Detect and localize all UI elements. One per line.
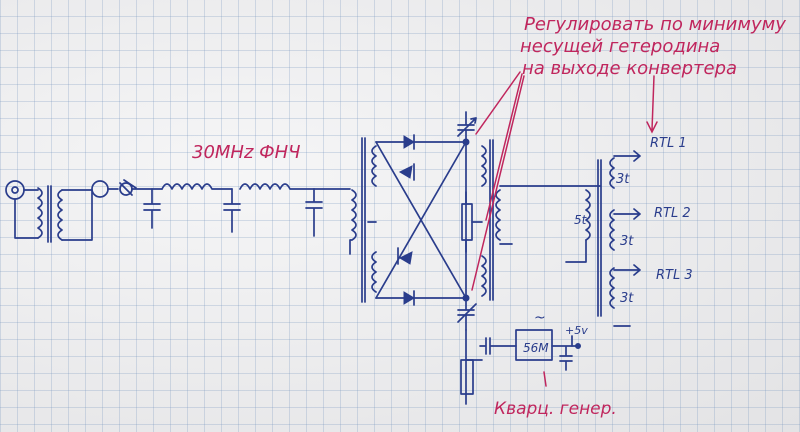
oscillator-label: 56M [523,341,549,355]
turns-label-3: 3t [620,291,634,306]
note-line-2: несущей гетеродина [520,36,720,57]
filter-label: 30MHz ФНЧ [192,142,301,163]
output-splitter [565,150,641,327]
crystal-osc-label: Кварц. генер. [494,399,617,419]
supply-label: +5v [565,324,588,337]
input-connector [91,179,163,198]
rtl1-label: RTL 1 [650,136,687,151]
balance-trimmers [457,111,483,331]
lowpass-filter [143,183,351,237]
note-line-3: на выходе конвертера [522,58,737,79]
turns-label-primary: 5t [574,213,588,227]
turns-label-2: 3t [620,234,634,249]
turns-label-1: 3t [616,172,630,187]
oscillator-path [460,329,581,405]
note-pointers [471,71,658,387]
input-transformer [37,185,93,243]
rtl3-label: RTL 3 [656,268,693,283]
antenna-connector [5,180,39,239]
diode-ring-mixer [375,134,470,306]
lo-transformer [481,139,601,301]
note-line-1: Регулировать по минимуму [524,14,786,35]
rtl2-label: RTL 2 [654,206,691,221]
mixer-input-transformer [349,137,377,303]
ac-symbol: ~ [534,310,546,326]
